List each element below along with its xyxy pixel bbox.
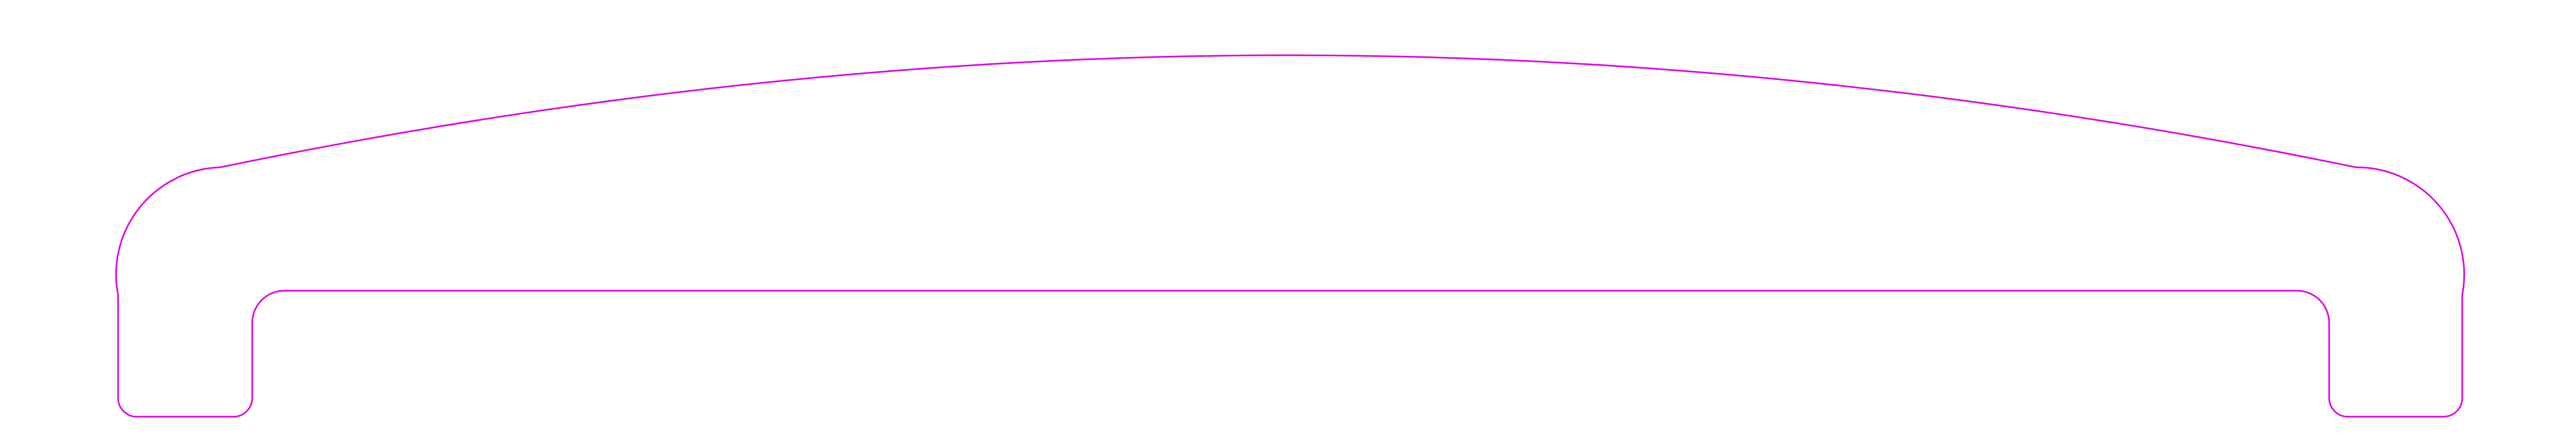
profile-outline bbox=[115, 54, 2465, 418]
